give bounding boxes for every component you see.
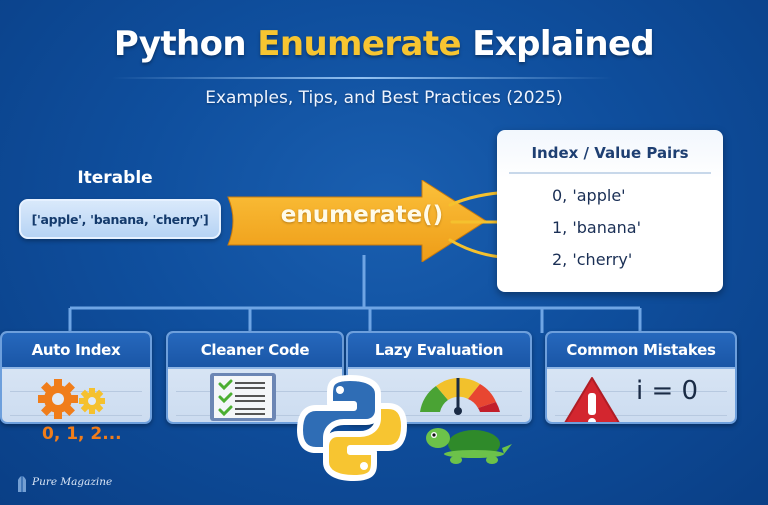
enumerate-arrow-icon xyxy=(227,180,487,262)
watermark: Pure Magazine xyxy=(16,472,112,492)
card-title: Common Mistakes xyxy=(547,333,735,369)
card-auto-index: Auto Index xyxy=(0,331,152,424)
tree-connectors xyxy=(68,255,642,333)
warning-icon xyxy=(564,377,620,422)
watermark-text: Pure Magazine xyxy=(32,476,113,488)
iterable-label: Iterable xyxy=(77,168,153,188)
building-logo-icon xyxy=(18,476,26,492)
panel-divider xyxy=(509,172,711,174)
card-title: Cleaner Code xyxy=(168,333,342,369)
title-divider xyxy=(112,77,612,79)
pair-item: 2, 'cherry' xyxy=(552,250,633,269)
mistake-caption: i = 0 xyxy=(636,376,699,406)
title-accent: Enumerate xyxy=(257,24,461,64)
iterable-box: ['apple', 'banana, 'cherry'] xyxy=(19,199,221,239)
iterable-value: ['apple', 'banana, 'cherry'] xyxy=(31,211,209,227)
gears-icon xyxy=(38,379,105,419)
title-suffix: Explained xyxy=(472,24,655,64)
subtitle: Examples, Tips, and Best Practices (2025… xyxy=(205,88,563,108)
pair-item: 1, 'banana' xyxy=(552,218,641,237)
card-cleaner-code: Cleaner Code xyxy=(166,331,344,424)
title-prefix: Python xyxy=(113,24,247,64)
checklist-icon xyxy=(210,373,276,421)
panel-title: Index / Value Pairs xyxy=(531,144,689,162)
auto-index-caption: 0, 1, 2... xyxy=(42,424,122,444)
enumerate-label: enumerate() xyxy=(280,202,444,228)
speedometer-turtle-icon xyxy=(420,377,512,464)
python-logo-icon xyxy=(297,375,407,481)
card-title: Auto Index xyxy=(2,333,150,369)
card-common-mistakes: Common Mistakes xyxy=(545,331,737,424)
index-value-panel: Index / Value Pairs 0, 'apple' 1, 'banan… xyxy=(497,130,723,292)
pair-item: 0, 'apple' xyxy=(552,186,626,205)
page-title: Python Enumerate Explained xyxy=(0,24,768,64)
card-title: Lazy Evaluation xyxy=(348,333,530,369)
